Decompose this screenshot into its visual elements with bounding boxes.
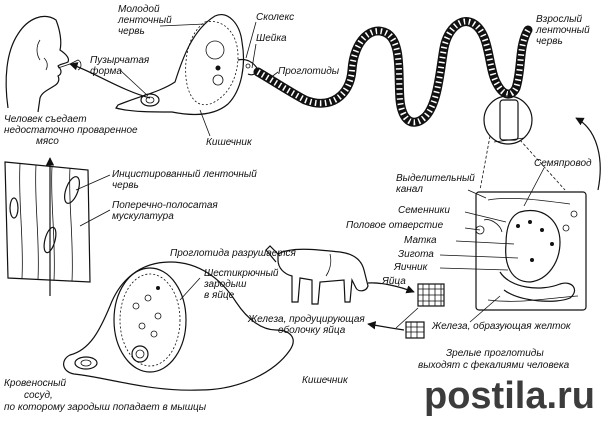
svg-text:недостаточно проваренное: недостаточно проваренное: [4, 125, 138, 136]
label-scolex: Сколекс: [256, 12, 294, 23]
cycle-arrows: [45, 62, 601, 331]
svg-text:мясо: мясо: [36, 136, 59, 147]
label-bladder-form: Пузырчатая форма: [90, 55, 150, 77]
svg-text:канал: канал: [396, 184, 423, 195]
svg-text:Выделительный: Выделительный: [396, 173, 475, 184]
svg-text:Кровеносный: Кровеносный: [4, 378, 67, 389]
svg-text:Молодой: Молодой: [118, 4, 160, 15]
label-adult-worm: Взрослый ленточный червь: [535, 14, 590, 47]
svg-text:оболочку яйца: оболочку яйца: [278, 324, 346, 336]
svg-text:Железа, продуцирующая: Железа, продуцирующая: [247, 314, 365, 325]
label-young-worm: Молодой ленточный червь: [117, 4, 172, 37]
label-encysted: Инцистированный ленточный червь: [112, 169, 257, 191]
svg-text:выходят с фекалиями человека: выходят с фекалиями человека: [418, 359, 570, 371]
leader-lines: [75, 21, 545, 329]
label-ovary: Яичник: [393, 262, 429, 273]
svg-text:ленточный: ленточный: [535, 25, 590, 36]
label-embryo: Шестикрючный зародыш в яйце: [203, 268, 279, 301]
egg-cluster-small: [405, 321, 425, 339]
svg-text:форма: форма: [90, 65, 122, 77]
muscle-tissue-block: [4, 161, 91, 283]
svg-text:Зрелые проглотиды: Зрелые проглотиды: [446, 348, 544, 359]
label-proglottids: Проглотиды: [278, 66, 340, 77]
label-zygote: Зигота: [398, 249, 434, 260]
svg-text:Человек съедает: Человек съедает: [4, 114, 87, 125]
young-worm-illustration: [115, 14, 245, 115]
svg-text:в яйце: в яйце: [204, 290, 235, 301]
label-neck: Шейка: [256, 33, 287, 44]
label-testes: Семенники: [398, 205, 450, 216]
label-intestine-top: Кишечник: [206, 137, 253, 148]
label-shell-gland: Железа, продуцирующая оболочку яйца: [247, 314, 365, 336]
svg-text:Шестикрючный: Шестикрючный: [204, 268, 279, 279]
label-mature-proglottids: Зрелые проглотиды выходят с фекалиями че…: [418, 348, 570, 371]
svg-text:Инцистированный ленточный: Инцистированный ленточный: [112, 169, 257, 180]
svg-text:Поперечно-полосатая: Поперечно-полосатая: [112, 200, 218, 211]
label-yolk-gland: Железа, образующая желток: [431, 320, 572, 332]
label-blood-vessel: Кровеносный сосуд, по которому зародыш п…: [4, 378, 207, 413]
label-proglottid-breaks: Проглотида разрушается: [170, 248, 296, 259]
human-head-illustration: [5, 15, 82, 113]
proglottid-breaking-illustration: [63, 261, 294, 391]
label-excretory-canal: Выделительный канал: [396, 173, 475, 195]
label-human-eats: Человек съедает недостаточно проваренное…: [4, 114, 138, 147]
proglottid-chain: [253, 17, 533, 127]
watermark-text: postila.ru: [424, 375, 595, 417]
label-striated-muscle: Поперечно-полосатая мускулатура: [112, 200, 218, 222]
label-eggs: Яйца: [381, 276, 406, 287]
svg-text:мускулатура: мускулатура: [112, 211, 174, 222]
magnified-proglottid-circle: [479, 95, 566, 191]
svg-text:ленточный: ленточный: [117, 15, 172, 26]
mature-proglottid-illustration: [475, 191, 587, 311]
svg-text:червь: червь: [118, 26, 145, 37]
svg-text:Взрослый: Взрослый: [536, 14, 582, 25]
svg-text:зародыш: зародыш: [203, 279, 247, 290]
svg-text:червь: червь: [112, 180, 139, 191]
cow-illustration: [265, 245, 369, 305]
svg-text:Пузырчатая: Пузырчатая: [90, 55, 150, 66]
svg-text:червь: червь: [536, 36, 563, 47]
label-uterus: Матка: [404, 235, 437, 246]
label-genital-pore: Половое отверстие: [346, 220, 444, 231]
svg-text:сосуд,: сосуд,: [24, 390, 53, 401]
label-intestine-bottom: Кишечник: [302, 375, 349, 386]
egg-cluster: [417, 283, 445, 307]
svg-text:по которому зародыш попадает в: по которому зародыш попадает в мышцы: [4, 402, 207, 413]
label-seminal-duct: Семяпровод: [534, 158, 592, 169]
